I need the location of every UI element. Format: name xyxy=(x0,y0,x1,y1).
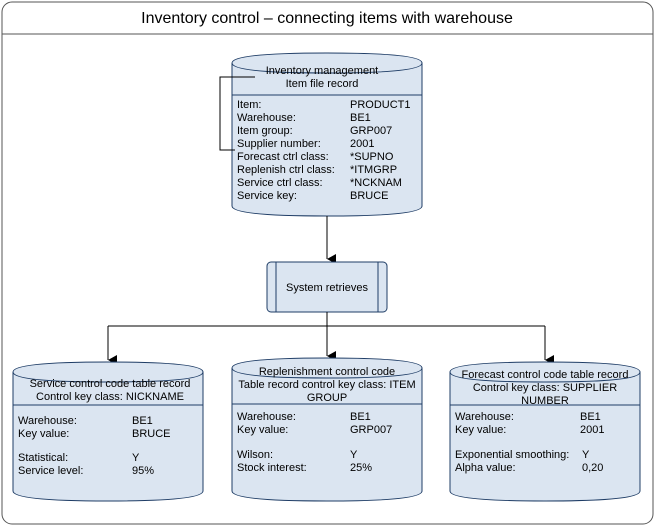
replenishment-row-value: 25% xyxy=(350,462,372,474)
item-row-value: *ITMGRP xyxy=(350,164,397,176)
item-row-value: 2001 xyxy=(350,138,374,150)
item-row-label: Supplier number: xyxy=(237,138,321,150)
item-row-value: BRUCE xyxy=(350,190,389,202)
forecast-table-cylinder: Forecast control code table record Contr… xyxy=(449,361,641,502)
forecast-row-value: BE1 xyxy=(580,411,601,423)
system-retrieves-label: System retrieves xyxy=(286,282,368,294)
service-table-cylinder: Service control code table record Contro… xyxy=(12,361,204,502)
service-table-caption-1: Service control code table record xyxy=(30,378,191,390)
forecast-row-label: Alpha value: xyxy=(455,462,516,474)
field-link-bracket xyxy=(219,76,255,151)
replenishment-row-value: Y xyxy=(350,449,358,461)
item-row-label: Item: xyxy=(237,99,261,111)
item-record-caption-2: Item file record xyxy=(286,78,359,90)
item-row-value: *SUPNO xyxy=(350,151,394,163)
item-row-value: *NCKNAM xyxy=(350,177,402,189)
service-row-label: Statistical: xyxy=(18,452,68,464)
forecast-row-value: 2001 xyxy=(580,424,604,436)
replenishment-row-label: Stock interest: xyxy=(237,462,307,474)
forecast-row-label: Exponential smoothing: xyxy=(455,449,569,461)
forecast-table-caption-1: Forecast control code table record xyxy=(462,369,629,381)
forecast-row-value: Y xyxy=(582,449,590,461)
replenishment-row-value: BE1 xyxy=(350,411,371,423)
service-row-label: Key value: xyxy=(18,428,69,440)
item-row-label: Forecast ctrl class: xyxy=(237,151,329,163)
item-row-value: GRP007 xyxy=(350,125,392,137)
forecast-table-caption-3: NUMBER xyxy=(521,395,569,407)
replenishment-table-caption-1: Replenishment control code xyxy=(259,366,395,378)
system-retrieves-box: System retrieves xyxy=(266,261,388,313)
item-record-cylinder: Inventory management Item file record It… xyxy=(231,52,423,217)
item-row-value: PRODUCT1 xyxy=(350,99,411,111)
service-row-value: BRUCE xyxy=(132,428,171,440)
item-row-label: Service key: xyxy=(237,190,297,202)
service-row-label: Warehouse: xyxy=(18,415,77,427)
item-row-label: Item group: xyxy=(237,125,293,137)
item-row-value: BE1 xyxy=(350,112,371,124)
replenishment-table-caption-3: GROUP xyxy=(307,392,347,404)
service-table-caption-2: Control key class: NICKNAME xyxy=(36,391,184,403)
service-row-label: Service level: xyxy=(18,465,83,477)
forecast-table-caption-2: Control key class: SUPPLIER xyxy=(473,382,617,394)
item-row-label: Replenish ctrl class: xyxy=(237,164,335,176)
replenishment-table-caption-2: Table record control key class: ITEM xyxy=(238,379,415,391)
item-row-label: Service ctrl class: xyxy=(237,177,323,189)
diagram-title: Inventory control – connecting items wit… xyxy=(141,10,513,27)
forecast-row-label: Key value: xyxy=(455,424,506,436)
replenishment-row-label: Key value: xyxy=(237,424,288,436)
replenishment-row-label: Warehouse: xyxy=(237,411,296,423)
service-row-value: Y xyxy=(132,452,140,464)
forecast-row-value: 0,20 xyxy=(582,462,603,474)
item-row-label: Warehouse: xyxy=(237,112,296,124)
forecast-row-label: Warehouse: xyxy=(455,411,514,423)
replenishment-row-value: GRP007 xyxy=(350,424,392,436)
replenishment-table-cylinder: Replenishment control code Table record … xyxy=(231,357,423,502)
replenishment-row-label: Wilson: xyxy=(237,449,273,461)
item-record-caption-1: Inventory management xyxy=(266,65,379,77)
service-row-value: 95% xyxy=(132,465,154,477)
service-row-value: BE1 xyxy=(132,415,153,427)
